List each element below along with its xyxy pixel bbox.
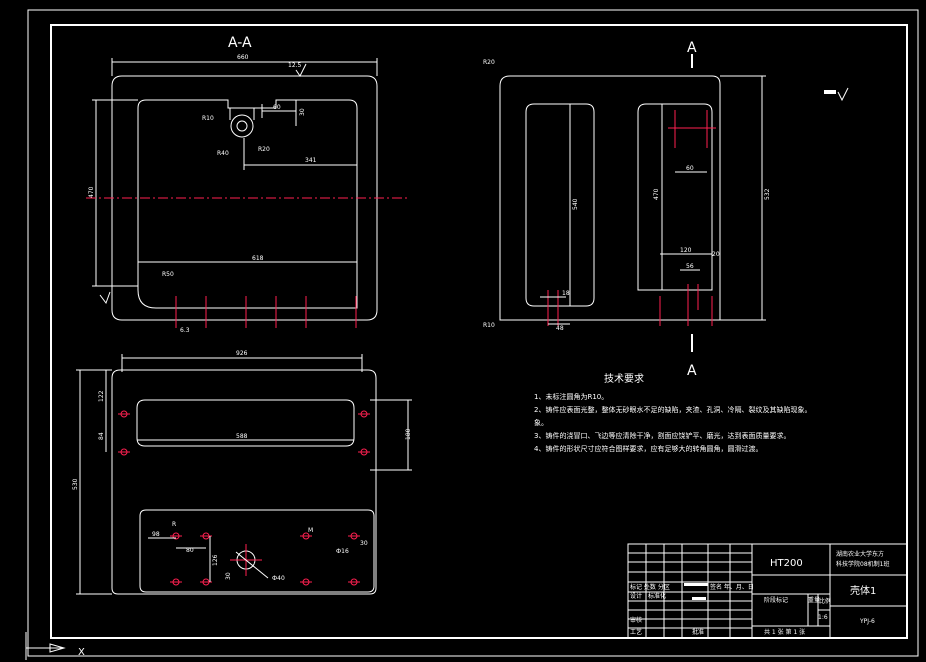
dim-plan-d16: Ф16 [336, 548, 349, 555]
section-title: A-A [228, 35, 252, 51]
dim-plan-d40: Ф40 [272, 575, 285, 582]
tech-item-2: 2、铸件应表面光整，整体无砂眼水不足的缺陷，夹渣、孔洞、冷隔、裂纹及其缺陷现象。 [534, 405, 811, 414]
dim-plan-180: 180 [405, 428, 412, 440]
dim-section-width: 660 [237, 54, 249, 61]
side-view: A A R20 R10 540 470 60 532 120 20 56 [483, 40, 771, 379]
ucs-icon: X [25, 632, 85, 660]
tech-title: 技术要求 [604, 372, 644, 385]
tb-school-2: 科技学院08机制1班 [836, 560, 889, 568]
dim-side-r10: R10 [483, 322, 495, 329]
dim-plan-80: 80 [186, 547, 194, 554]
tb-mark-row: 标记 处数 分区 [630, 583, 670, 591]
dim-plan-30: 30 [225, 572, 232, 580]
dim-section-60: 60 [273, 104, 281, 111]
dim-plan-126: 126 [212, 554, 219, 566]
tech-item-3: 3、铸件的浇冒口、飞边等应清除干净，割面应饶铲平、磨光，达到表面质量要求。 [534, 431, 790, 440]
dim-section-r10: R10 [202, 115, 214, 122]
dim-side-r20: R20 [483, 59, 495, 66]
tb-review: 审核 [630, 616, 642, 624]
title-block: 标记 处数 分区 签名 年、月、日 设计 标准化 审核 工艺 批准 HT200 … [627, 543, 908, 639]
tb-weight: 重量 [808, 596, 820, 604]
dim-section-r20: R20 [258, 146, 270, 153]
tb-school-1: 湖南农业大学东方 [836, 550, 884, 558]
tb-design: 设计 [630, 592, 642, 600]
section-body-hatched [111, 75, 378, 321]
dim-roughness: 12.5 [288, 62, 302, 69]
dim-section-618: 618 [252, 255, 264, 262]
cut-label-top: A [687, 40, 697, 56]
tech-item-4: 4、铸件的形状尺寸应符合图样要求，应有足够大的转角圆角，圆滑过渡。 [534, 444, 762, 453]
tb-part-name: 壳体1 [850, 584, 876, 597]
section-view-aa: A-A 660 12.5 R10 60 30 R40 R20 341 470 [86, 35, 410, 334]
side-body-hatched [499, 75, 721, 321]
dim-side-540: 540 [572, 198, 579, 210]
tb-drawing-no: YPJ-6 [859, 618, 875, 625]
plan-body-hatched [111, 369, 377, 595]
dim-side-56: 56 [686, 263, 694, 270]
tb-sheet: 共 1 张 第 1 张 [764, 628, 805, 636]
dim-plan-84: 84 [98, 432, 105, 440]
dim-side-total: 532 [764, 188, 771, 200]
section-bottom-holes [175, 296, 357, 328]
tb-scale-label: 比例 [819, 597, 831, 605]
dim-plan-122: 122 [98, 390, 105, 402]
dim-plan-98: 98 [152, 531, 160, 538]
section-boss-circle [230, 114, 254, 138]
corner-x-label: X [78, 647, 85, 658]
inner-frame [50, 24, 908, 639]
side-bottom-holes [547, 284, 713, 326]
dim-section-63: 6.3 [180, 327, 190, 334]
plan-view: 926 530 122 84 588 [72, 350, 412, 595]
tb-approve: 批准 [692, 628, 704, 636]
dim-side-120: 120 [680, 247, 692, 254]
dim-side-48: 48 [556, 325, 564, 332]
dim-section-r40: R40 [217, 150, 229, 157]
tb-process: 工艺 [630, 628, 642, 636]
dim-side-470: 470 [653, 188, 660, 200]
dim-side-20: 20 [712, 251, 720, 258]
dim-side-18: 18 [562, 290, 570, 297]
dim-plan-r: R [172, 521, 176, 528]
dim-plan-m: M [308, 527, 313, 534]
outer-frame [27, 9, 919, 657]
tb-material: HT200 [770, 558, 803, 569]
cut-label-bottom: A [687, 363, 697, 379]
dim-section-30: 30 [299, 108, 306, 116]
tech-item-1: 1、未标注圆角为R10。 [534, 392, 608, 401]
dim-plan-530: 530 [72, 478, 79, 490]
tb-mark-row-right: 签名 年、月、日 [710, 583, 754, 591]
dim-section-height: 470 [88, 186, 95, 198]
dim-plan-588: 588 [236, 433, 248, 440]
tech-requirements: 技术要求 1、未标注圆角为R10。 2、铸件应表面光整，整体无砂眼水不足的缺陷，… [534, 372, 811, 453]
section-boss-hole [236, 120, 248, 132]
dim-section-341: 341 [305, 157, 317, 164]
dim-plan-35: 30 [360, 540, 368, 547]
dim-section-r50: R50 [162, 271, 174, 278]
tb-stage: 阶段标记 [764, 596, 788, 604]
plan-holes [118, 410, 370, 586]
tech-item-2b: 象。 [534, 418, 548, 427]
tb-scale: 1:6 [818, 614, 828, 621]
dim-plan-926: 926 [236, 350, 248, 357]
dim-side-60: 60 [686, 165, 694, 172]
roughness-symbol [824, 87, 849, 102]
tb-standard: 标准化 [648, 592, 666, 600]
